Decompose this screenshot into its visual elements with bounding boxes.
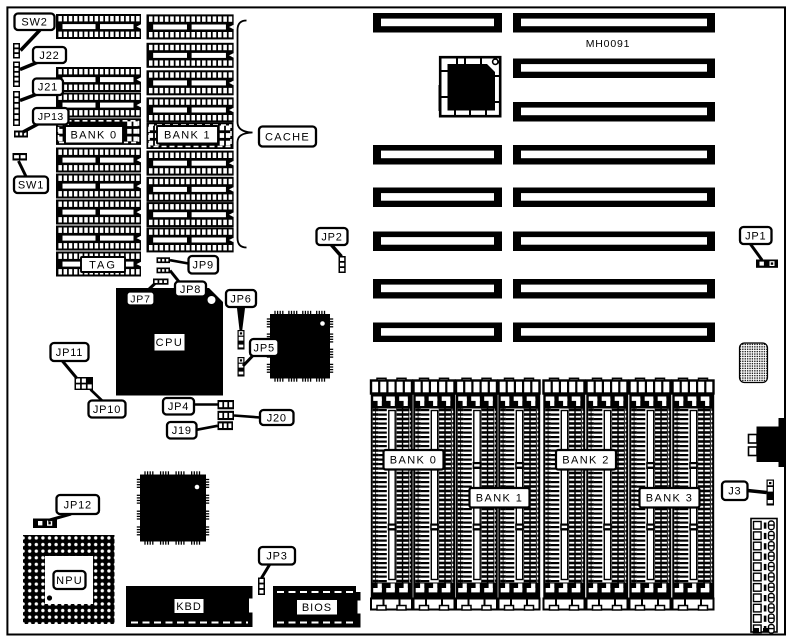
- svg-text:JP10: JP10: [93, 404, 121, 416]
- svg-text:JP9: JP9: [193, 260, 214, 272]
- svg-text:BANK 1: BANK 1: [476, 493, 524, 505]
- svg-text:CPU: CPU: [156, 337, 184, 349]
- svg-text:JP6: JP6: [230, 293, 251, 305]
- svg-text:J20: J20: [267, 412, 287, 424]
- svg-text:JP4: JP4: [168, 401, 189, 413]
- svg-text:JP12: JP12: [64, 499, 92, 511]
- svg-text:NPU: NPU: [56, 575, 83, 587]
- svg-text:BANK 0: BANK 0: [71, 130, 118, 142]
- svg-text:JP5: JP5: [254, 342, 275, 354]
- svg-text:JP3: JP3: [266, 551, 287, 563]
- svg-text:BANK 1: BANK 1: [164, 130, 211, 142]
- svg-text:JP11: JP11: [56, 347, 83, 359]
- svg-text:J19: J19: [172, 425, 192, 437]
- svg-text:JP13: JP13: [38, 111, 64, 123]
- svg-text:SW1: SW1: [18, 180, 44, 192]
- svg-text:MH0091: MH0091: [586, 38, 631, 50]
- svg-text:JP8: JP8: [180, 284, 201, 296]
- svg-text:JP2: JP2: [321, 231, 342, 243]
- svg-text:JP1: JP1: [745, 230, 766, 242]
- svg-text:BANK 0: BANK 0: [390, 455, 438, 467]
- svg-text:BANK 3: BANK 3: [646, 493, 694, 505]
- svg-text:KBD: KBD: [176, 601, 202, 613]
- svg-text:J3: J3: [728, 486, 741, 498]
- svg-text:J22: J22: [39, 50, 59, 62]
- svg-text:TAG: TAG: [89, 259, 117, 271]
- svg-text:JP7: JP7: [130, 293, 151, 305]
- svg-text:J21: J21: [38, 82, 58, 94]
- svg-text:BANK 2: BANK 2: [562, 455, 610, 467]
- svg-text:BIOS: BIOS: [302, 602, 332, 614]
- svg-text:CACHE: CACHE: [265, 131, 310, 143]
- svg-text:SW2: SW2: [21, 17, 47, 29]
